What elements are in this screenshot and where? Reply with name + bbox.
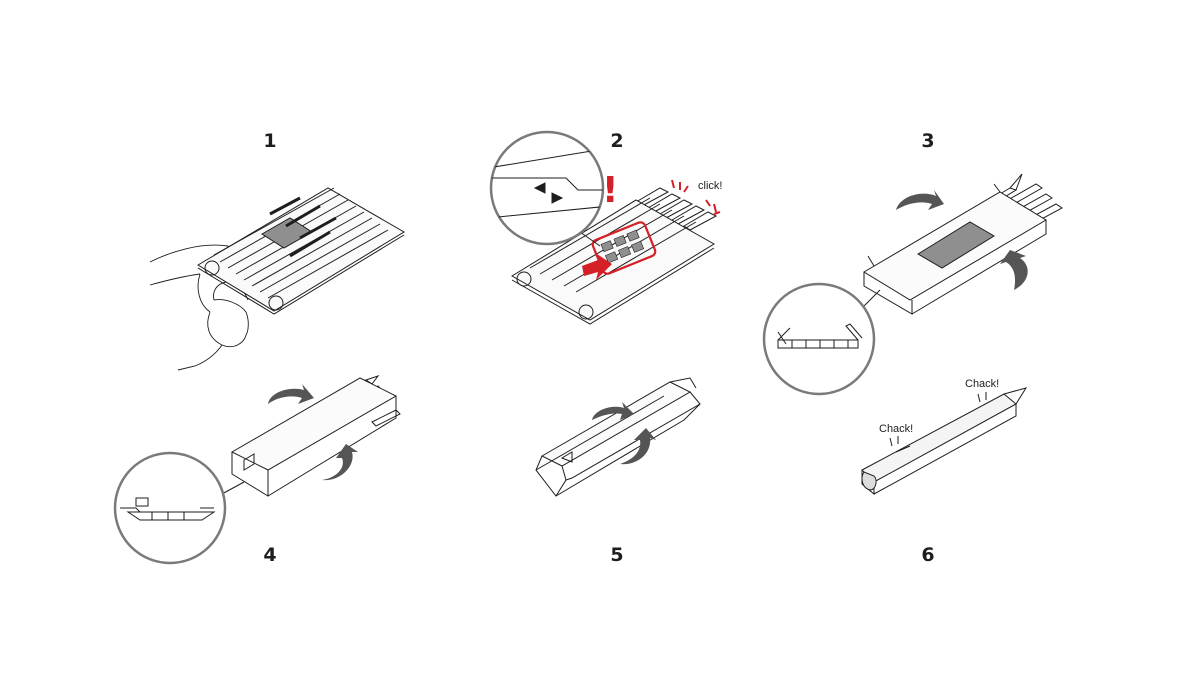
alert-mark: ! <box>602 170 619 211</box>
click-sound-label: click! <box>698 180 723 192</box>
closed-case <box>861 387 1028 496</box>
cross-section-4 <box>120 497 216 521</box>
step-2-number: 2 <box>610 130 624 152</box>
push-arrow-icon <box>582 252 612 280</box>
rotate-arrow-top-icon <box>896 190 944 210</box>
rolled-holder <box>535 377 701 497</box>
rotate-arrow-right-icon <box>1000 250 1028 290</box>
holder-cells <box>600 229 645 264</box>
step-1-number: 1 <box>263 130 277 152</box>
zoom-leader-line <box>579 231 601 247</box>
chack-label-left: Chack! <box>879 423 914 435</box>
step-3-number: 3 <box>921 130 935 152</box>
tray-body <box>863 183 1047 315</box>
rotate-arrow-top-4-icon <box>268 384 314 404</box>
step-5-number: 5 <box>610 544 624 566</box>
step-4-number: 4 <box>263 544 277 566</box>
step-6-number: 6 <box>921 544 935 566</box>
chack-label-right: Chack! <box>965 378 1000 390</box>
step-5-illustration <box>535 377 701 497</box>
zoom-circle <box>489 130 605 246</box>
plastic-card <box>197 187 405 315</box>
rotate-arrow-top-5-icon <box>592 402 634 420</box>
click-marks-right <box>705 199 721 215</box>
zoom-leader-line-4 <box>221 481 245 495</box>
rotate-arrow-bottom-4-icon <box>322 444 358 481</box>
holder-body-4 <box>230 377 398 497</box>
step-6-illustration <box>861 387 1028 496</box>
step-3-illustration <box>762 173 1063 396</box>
chack-marks <box>889 392 987 447</box>
zoom-circle-3 <box>762 282 876 396</box>
rotate-arrow-bottom-5-icon <box>620 428 656 465</box>
step-1-illustration <box>149 187 405 371</box>
click-marks-left <box>671 179 689 193</box>
step-4-illustration <box>113 375 401 565</box>
hand-outline <box>149 244 249 371</box>
zoom-circle-4 <box>113 451 227 565</box>
step-2-illustration <box>489 130 721 325</box>
zoom-detail <box>491 147 603 219</box>
cross-section-3 <box>777 323 863 349</box>
